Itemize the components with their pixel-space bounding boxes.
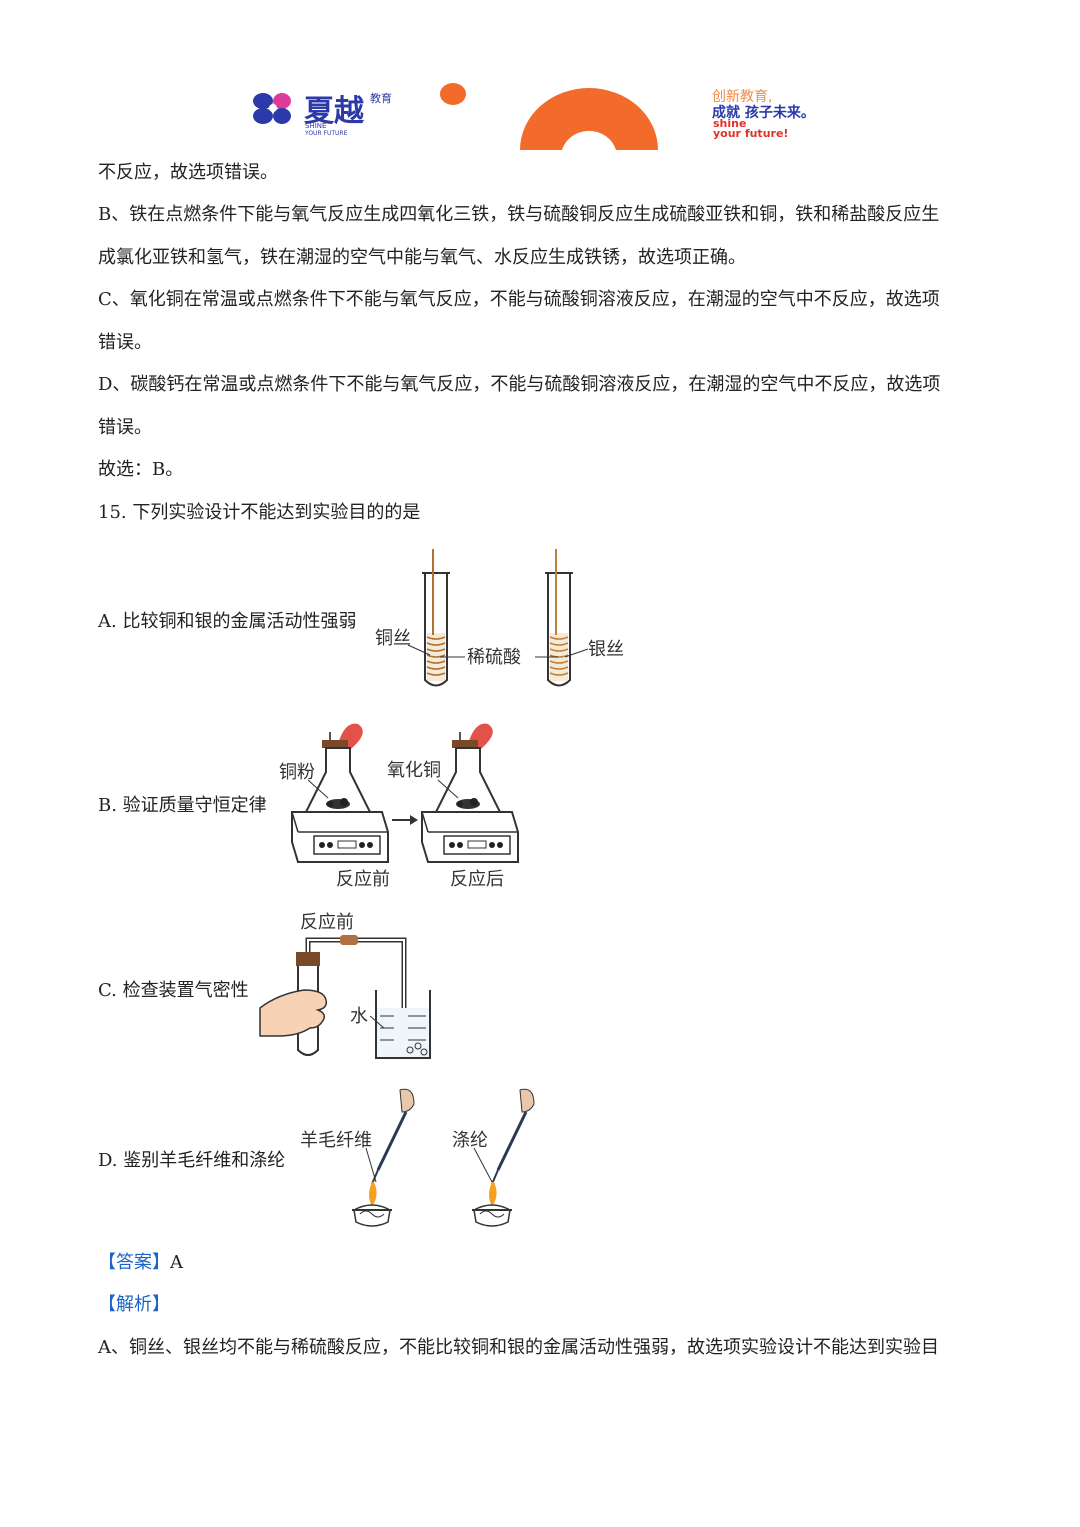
question-15: 15. 下列实验设计不能达到实验目的的是 [98,502,421,523]
option-c-figure: 反应前 水 [259,912,431,1059]
label-top-before: 反应前 [300,912,354,933]
option-d-label: D. 鉴别羊毛纤维和涤纶 [98,1150,286,1171]
body-line-6: D、碳酸钙在常温或点燃条件下不能与氧气反应，不能与硫酸铜溶液反应，在潮湿的空气中… [98,374,941,395]
page-header: 夏越 教育 SHINE YOUR FUTURE 创新教育, 成就 孩子未来。 s… [0,0,1080,150]
label-water: 水 [350,1006,368,1027]
option-b-label: B. 验证质量守恒定律 [98,795,267,816]
analysis-tag: 【解析】 [98,1294,170,1315]
label-silver-wire: 银丝 [588,639,624,660]
label-dilute-acid: 稀硫酸 [467,647,521,668]
slogan-1: 创新教育, [712,89,773,105]
slogan-2: 成就 孩子未来。 [712,105,815,121]
orange-dot-icon [440,83,466,105]
analysis-line-1: A、铜丝、银丝均不能与稀硫酸反应，不能比较铜和银的金属活动性强弱，故选项实验设计… [98,1337,939,1358]
label-before-reaction: 反应前 [336,869,390,890]
brand-suffix: 教育 [370,92,392,105]
answer-line: 【答案】A [98,1251,183,1275]
label-copper-oxide: 氧化铜 [387,760,441,781]
orange-arch-icon [520,88,658,150]
body-line-7: 错误。 [98,417,152,438]
answer-tag: 【答案】 [98,1252,170,1273]
body-line-8: 故选：B。 [98,459,184,480]
option-a-figure: 铜丝 稀硫酸 银丝 [375,549,624,687]
label-wool-fiber: 羊毛纤维 [300,1130,372,1151]
label-polyester: 涤纶 [452,1130,488,1151]
body-line-4: C、氧化铜在常温或点燃条件下不能与氧气反应，不能与硫酸铜溶液反应，在潮湿的空气中… [98,289,940,310]
body-line-3: 成氯化亚铁和氢气，铁在潮湿的空气中能与氧气、水反应生成铁锈，故选项正确。 [98,247,746,268]
slogan-4: your future! [713,127,789,140]
brand-en-1: SHINE [305,122,327,130]
label-copper-wire: 铜丝 [375,628,411,649]
label-copper-powder: 铜粉 [279,762,315,783]
body-line-2: B、铁在点燃条件下能与氧气反应生成四氧化三铁，铁与硫酸铜反应生成硫酸亚铁和铜，铁… [98,204,940,225]
option-c-label: C. 检查装置气密性 [98,980,249,1001]
answer-value: A [170,1252,183,1273]
option-b-figure: 铜粉 氧化铜 反应前 反应后 [279,723,519,890]
slogan-3: shine [713,117,747,130]
brand-en-2: YOUR FUTURE [305,130,348,137]
body-line-1: 不反应，故选项错误。 [98,162,278,183]
option-d-figure: 羊毛纤维 涤纶 [300,1088,535,1227]
brand-logo-icon [253,93,291,124]
body-line-5: 错误。 [98,332,152,353]
label-after-reaction: 反应后 [450,869,504,890]
brand-name: 夏越 [304,94,364,129]
option-a-label: A. 比较铜和银的金属活动性强弱 [98,611,357,632]
